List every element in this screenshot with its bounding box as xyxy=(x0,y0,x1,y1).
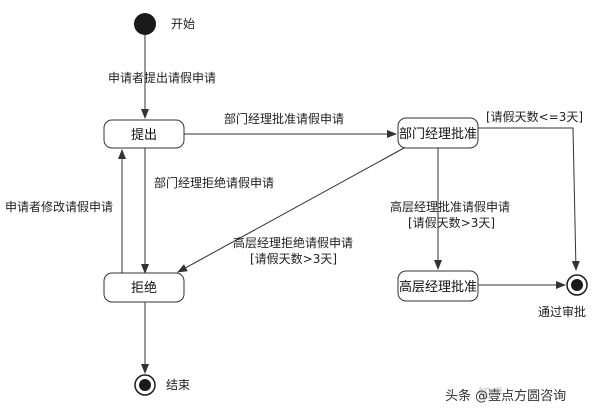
approved-final-node-core xyxy=(571,279,583,291)
label-submit-to-dept: 部门经理批准请假申请 xyxy=(224,111,344,126)
state-senior-approve-label: 高层经理批准 xyxy=(399,279,477,295)
label-dept-to-reject-line2: [请假天数>3天] xyxy=(250,251,337,266)
end-label: 结束 xyxy=(166,378,190,392)
approved-label: 通过审批 xyxy=(538,304,586,319)
end-node-core xyxy=(139,379,151,391)
state-reject xyxy=(103,272,185,303)
state-dept-approve-label: 部门经理批准 xyxy=(399,127,477,142)
start-label: 开始 xyxy=(171,17,195,31)
label-reject-to-submit: 申请者修改请假申请 xyxy=(5,199,113,214)
arrow-dept-to-reject xyxy=(177,147,405,273)
watermark-faint: 知乎 xyxy=(478,386,504,402)
label-dept-to-senior-line2: [请假天数>3天] xyxy=(408,215,495,230)
state-submit-label: 提出 xyxy=(131,127,157,143)
watermark-text: 头条 @壹点方圆咨询 xyxy=(445,388,566,404)
label-dept-to-senior-line1: 高层经理批准请假申请 xyxy=(390,199,510,214)
state-senior-approve xyxy=(397,270,479,302)
start-node xyxy=(134,13,156,35)
label-submit-to-reject: 部门经理拒绝请假申请 xyxy=(154,175,274,190)
label-dept-to-reject-line1: 高层经理拒绝请假申请 xyxy=(233,235,353,250)
label-start-to-submit: 申请者提出请假申请 xyxy=(108,70,216,85)
state-reject-label: 拒绝 xyxy=(131,280,157,296)
label-dept-condition-direct: [请假天数<=3天] xyxy=(486,109,583,124)
arrow-dept-to-final xyxy=(478,127,580,271)
